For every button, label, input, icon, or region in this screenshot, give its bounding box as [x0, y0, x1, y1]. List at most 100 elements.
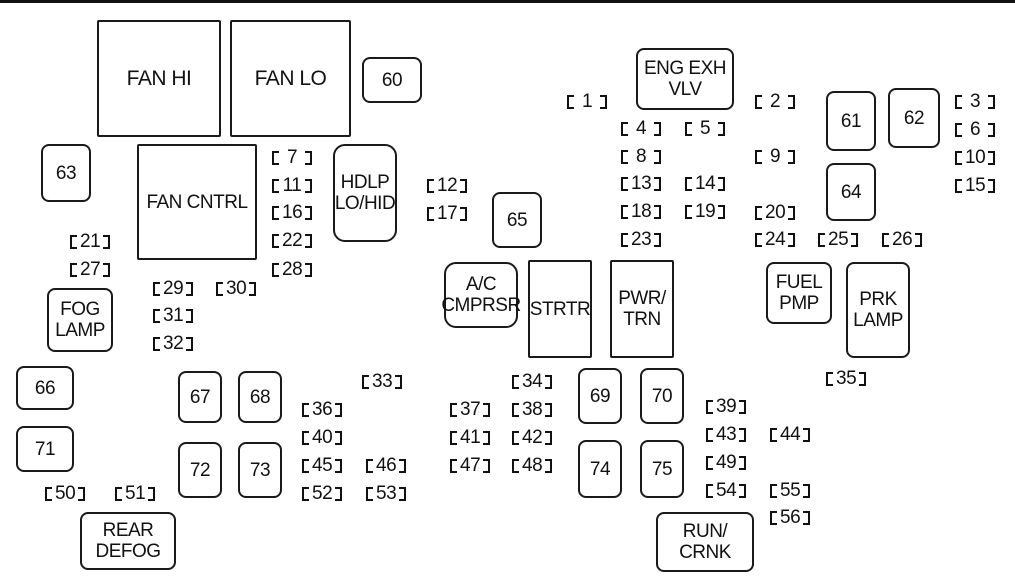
fuse-slot-number: 45	[312, 455, 333, 476]
fuse-slot-number: 37	[460, 399, 481, 420]
fuse-slot-number: 18	[631, 201, 652, 222]
fuse-slot-number: 10	[965, 147, 986, 168]
fuse-slot-number: 53	[376, 483, 397, 504]
fuse-slot-7: 7	[272, 147, 312, 168]
fuse-slot-number: 14	[695, 173, 716, 194]
fuse-68-label: 68	[249, 386, 271, 408]
fan-cntrl-label: FAN CNTRL	[146, 191, 248, 213]
fuse-71-label: 71	[34, 438, 56, 460]
strtr-relay: STRTR	[528, 260, 592, 358]
fuse-slot-45: 45	[302, 455, 343, 476]
run-crnk-label: RUN/ CRNK	[679, 521, 731, 563]
fuse-slot-number: 16	[282, 202, 303, 223]
fuse-63-label: 63	[55, 162, 77, 184]
fuse-slot-number: 36	[312, 399, 333, 420]
eng-exh-vlv-relay: ENG EXH VLV	[636, 48, 734, 110]
fuse-slot-number: 4	[635, 118, 647, 139]
fuse-slot-19: 19	[685, 201, 726, 222]
fuse-slot-2: 2	[755, 91, 795, 112]
fuse-63: 63	[41, 144, 91, 202]
fuse-slot-18: 18	[621, 201, 662, 222]
fuse-67: 67	[178, 371, 222, 423]
fuse-67-label: 67	[189, 386, 211, 408]
fan-hi-relay: FAN HI	[97, 20, 221, 137]
fuse-slot-number: 12	[437, 175, 458, 196]
fuse-slot-number: 21	[80, 231, 101, 252]
fuse-slot-16: 16	[272, 202, 313, 223]
fuse-slot-28: 28	[272, 259, 313, 280]
pwr-trn-label: PWR/ TRN	[618, 288, 666, 330]
fuse-73-label: 73	[249, 459, 271, 481]
fuse-slot-12: 12	[427, 175, 468, 196]
fuse-slot-40: 40	[302, 427, 343, 448]
fuse-slot-number: 55	[780, 480, 801, 501]
fuse-slot-number: 33	[372, 371, 393, 392]
fuse-slot-32: 32	[153, 333, 194, 354]
fuse-slot-51: 51	[115, 483, 156, 504]
eng-exh-vlv-label: ENG EXH VLV	[643, 58, 727, 100]
fuse-slot-number: 27	[80, 259, 101, 280]
fuse-slot-number: 52	[312, 483, 333, 504]
fuse-66-label: 66	[34, 377, 56, 399]
fuse-slot-52: 52	[302, 483, 343, 504]
fuse-61: 61	[826, 91, 876, 151]
fog-lamp-label: FOG LAMP	[55, 299, 105, 341]
fuse-slot-number: 13	[631, 173, 652, 194]
fuse-slot-number: 7	[286, 147, 298, 168]
fuse-slot-23: 23	[621, 229, 662, 250]
fuse-slot-17: 17	[427, 203, 468, 224]
fuse-slot-5: 5	[685, 118, 725, 139]
fuse-slot-55: 55	[770, 480, 811, 501]
fuse-slot-20: 20	[755, 202, 796, 223]
strtr-label: STRTR	[529, 298, 591, 320]
fuse-slot-number: 49	[716, 452, 737, 473]
fuse-slot-4: 4	[621, 118, 661, 139]
fuse-slot-21: 21	[70, 231, 111, 252]
fuse-slot-39: 39	[706, 396, 747, 417]
fuse-slot-number: 11	[282, 175, 302, 196]
fuse-75-label: 75	[651, 458, 673, 480]
fuse-slot-number: 34	[522, 371, 543, 392]
fuse-slot-34: 34	[512, 371, 553, 392]
fuse-66: 66	[16, 366, 74, 410]
fuse-slot-number: 17	[437, 203, 458, 224]
fuse-slot-46: 46	[366, 455, 407, 476]
fan-lo-label: FAN LO	[254, 67, 327, 90]
fuse-64: 64	[826, 163, 876, 221]
fuse-slot-number: 20	[765, 202, 786, 223]
fuse-62-label: 62	[903, 107, 925, 129]
fuse-slot-number: 41	[460, 427, 481, 448]
ac-cmprsr-relay: A/C CMPRSR	[441, 262, 521, 328]
fuse-slot-15: 15	[955, 175, 996, 196]
fuse-slot-number: 24	[765, 229, 786, 250]
fuse-slot-number: 43	[716, 424, 737, 445]
fuse-slot-number: 39	[716, 396, 737, 417]
fuse-60-label: 60	[381, 69, 403, 91]
fuse-74: 74	[578, 440, 622, 498]
fuse-slot-48: 48	[512, 455, 553, 476]
fuel-pmp-relay: FUEL PMP	[766, 262, 832, 324]
fuse-slot-number: 54	[716, 480, 737, 501]
fuse-slot-25: 25	[818, 229, 859, 250]
fuse-slot-number: 8	[635, 146, 647, 167]
top-border-line	[0, 0, 1015, 3]
fuse-slot-number: 51	[125, 483, 146, 504]
fuse-68: 68	[238, 371, 282, 423]
fuse-74-label: 74	[589, 458, 611, 480]
fuse-slot-number: 40	[312, 427, 333, 448]
fuse-slot-1: 1	[567, 91, 607, 112]
fuse-slot-6: 6	[955, 119, 995, 140]
fuse-slot-number: 30	[226, 278, 247, 299]
fuse-slot-33: 33	[362, 371, 403, 392]
fuse-slot-number: 44	[780, 424, 801, 445]
fuse-slot-44: 44	[770, 424, 811, 445]
fuse-62: 62	[888, 88, 940, 148]
fog-lamp-relay: FOG LAMP	[47, 288, 113, 352]
fuse-slot-number: 48	[522, 455, 543, 476]
fuse-slot-30: 30	[216, 278, 257, 299]
fuse-slot-number: 1	[581, 91, 593, 112]
fuse-slot-number: 15	[965, 175, 986, 196]
fuse-slot-22: 22	[272, 230, 313, 251]
fuse-slot-number: 3	[969, 91, 981, 112]
fuse-slot-number: 22	[282, 230, 303, 251]
